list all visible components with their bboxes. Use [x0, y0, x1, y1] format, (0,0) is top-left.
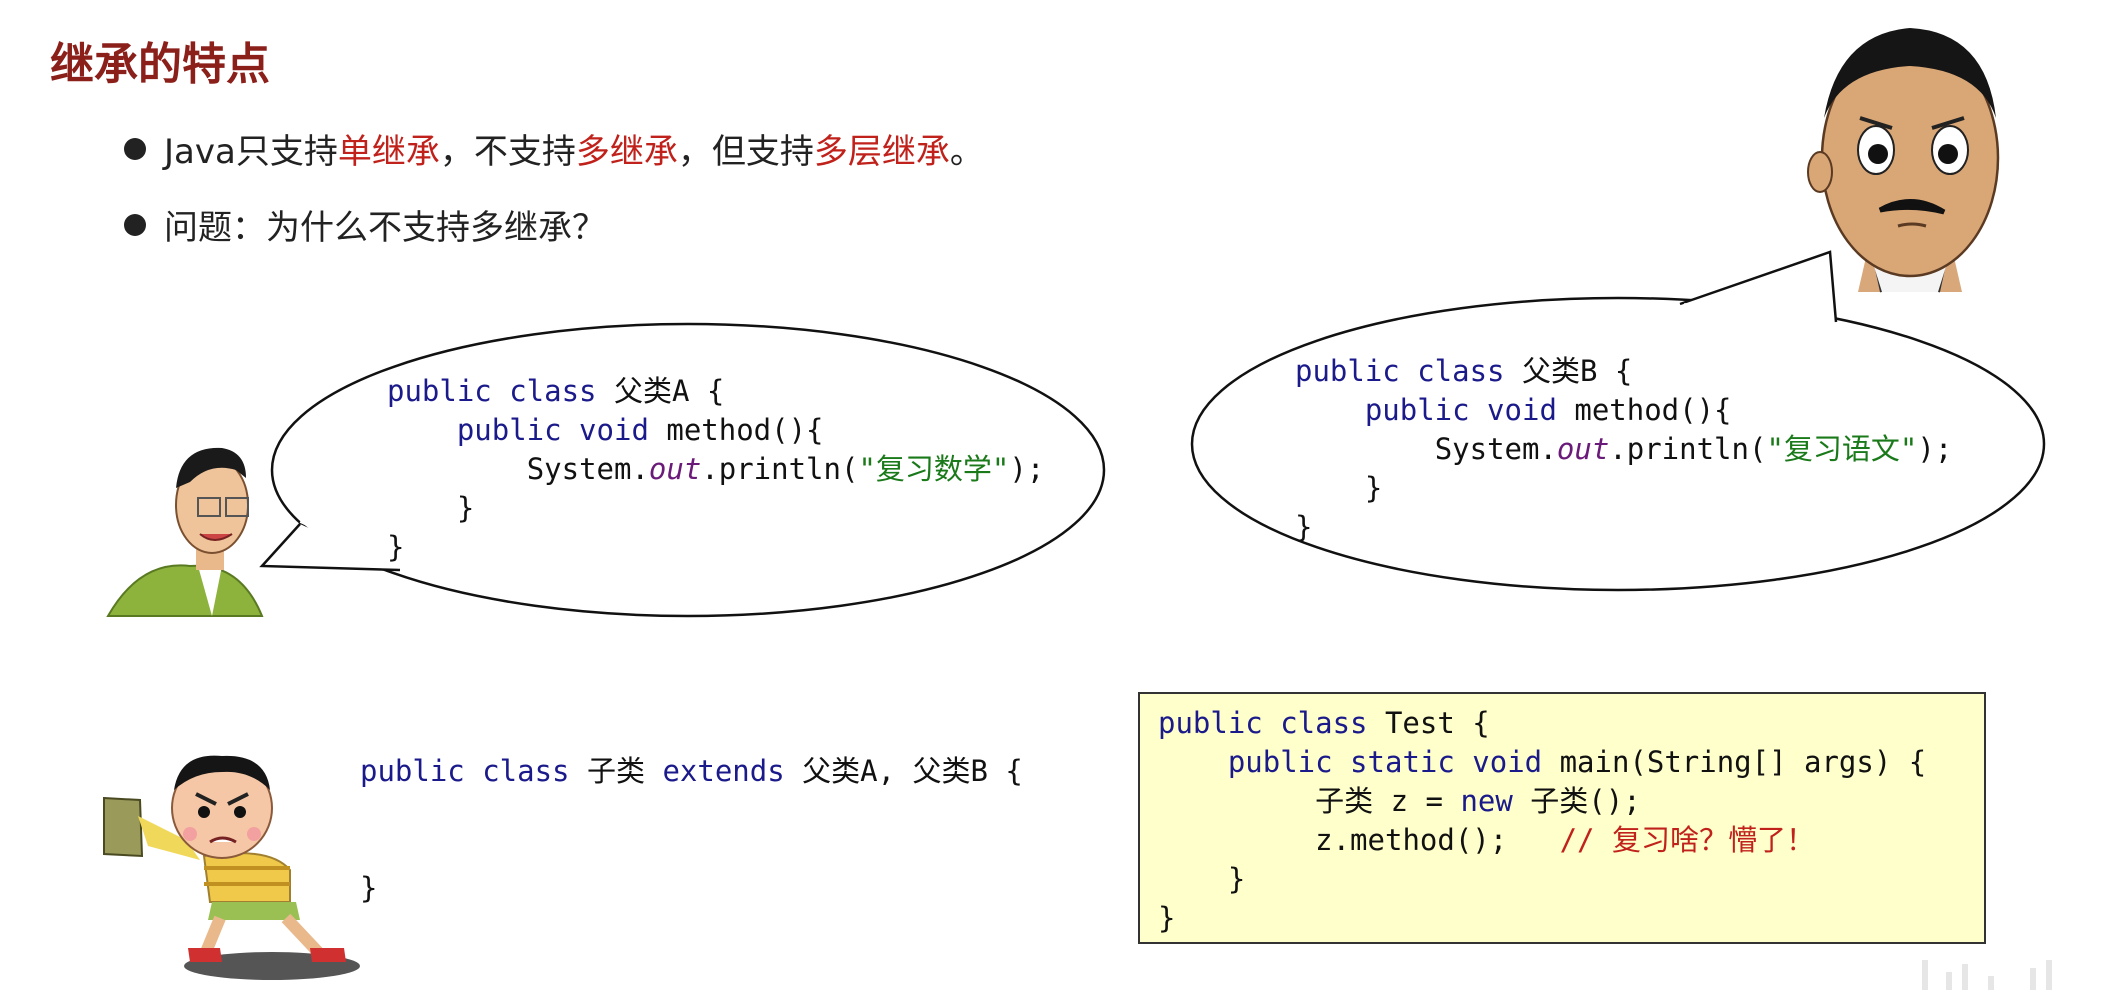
code-test-class: public class Test { public static void m… [1158, 704, 1984, 938]
teacher-cartoon-icon [106, 447, 264, 617]
code-text: 父类A, 父类B { [784, 754, 1023, 788]
code-test-class-box: public class Test { public static void m… [1138, 692, 1986, 944]
code-keyword: public class [1158, 706, 1368, 740]
code-child-class: public class 子类 extends 父类A, 父类B { [360, 752, 1023, 791]
bullet-text-part: ，不支持 [439, 132, 576, 172]
code-keyword: public class [360, 754, 570, 788]
code-comment: // 复习啥？懵了！ [1559, 823, 1815, 857]
code-line: } [387, 528, 1044, 567]
code-text: 子类(); [1512, 784, 1641, 818]
code-line: public void method(){ [1295, 391, 1952, 430]
code-text: method(){ [648, 413, 824, 447]
code-line: public class 父类A { [387, 372, 1044, 411]
code-text: } [360, 871, 378, 905]
code-line: } [1158, 899, 1984, 938]
code-keyword: public class [387, 374, 597, 408]
highlight-multiple-inheritance: 多继承 [575, 132, 678, 172]
code-text: ); [1009, 452, 1045, 486]
code-text: main(String[] args) { [1542, 745, 1927, 779]
code-text: ); [1917, 432, 1953, 466]
page-title: 继承的特点 [50, 39, 270, 90]
code-line: } [387, 489, 1044, 528]
code-text: 子类 [569, 754, 663, 788]
code-text: } [1295, 510, 1313, 544]
code-text: System. [1434, 432, 1557, 466]
code-text: 父类B { [1504, 354, 1633, 388]
code-line: 子类 z = new 子类(); [1158, 782, 1984, 821]
code-child-class-close: } [360, 869, 377, 908]
highlight-multilevel-inheritance: 多层继承 [813, 132, 950, 172]
code-keyword: public void [456, 413, 649, 447]
bullet-single-inheritance: Java只支持单继承，不支持多继承，但支持多层继承。 [124, 124, 984, 173]
code-text: .println( [701, 452, 859, 486]
code-parent-class-b: public class 父类B { public void method(){… [1295, 352, 1952, 547]
speech-bubble-a [259, 322, 1106, 618]
code-keyword: extends [662, 754, 785, 788]
code-text: Test { [1367, 706, 1490, 740]
code-text: } [1364, 471, 1383, 505]
code-string: "复习数学" [858, 452, 1010, 486]
code-string: "复习语文" [1766, 432, 1918, 466]
bullet-text: 问题：为什么不支持多继承？ [164, 208, 606, 248]
code-text: System. [526, 452, 649, 486]
code-line: } [1295, 508, 1952, 547]
worried-man-cartoon-icon [1807, 28, 2000, 293]
code-line: z.method(); // 复习啥？懵了！ [1158, 821, 1984, 860]
code-text: 子类 z = [1315, 784, 1461, 818]
code-text: } [1227, 862, 1246, 896]
bullet-question: 问题：为什么不支持多继承？ [124, 200, 606, 249]
code-line: public class 子类 extends 父类A, 父类B { [360, 752, 1023, 791]
code-line: public class Test { [1158, 704, 1984, 743]
bullet-dot [124, 213, 146, 236]
code-keyword: public static void [1227, 745, 1543, 779]
code-text: } [1158, 901, 1176, 935]
code-line: } [1295, 469, 1952, 508]
code-keyword: public void [1364, 393, 1557, 427]
code-text: 父类A { [596, 374, 725, 408]
watermark-icon [1922, 960, 2052, 990]
code-line: public class 父类B { [1295, 352, 1952, 391]
highlight-single-inheritance: 单继承 [337, 132, 440, 172]
code-text: method(){ [1556, 393, 1732, 427]
code-field: out [1556, 432, 1610, 466]
code-text: .println( [1609, 432, 1767, 466]
code-line: System.out.println("复习语文"); [1295, 430, 1953, 469]
speech-bubble-b [1190, 250, 2046, 592]
bullet-text-part: ，但支持 [677, 132, 814, 172]
code-line: public static void main(String[] args) { [1158, 743, 1984, 782]
code-line: System.out.println("复习数学"); [387, 450, 1045, 489]
bullet-text: Java只支持单继承，不支持多继承，但支持多层继承。 [164, 124, 984, 173]
code-text: } [456, 491, 475, 525]
code-keyword: public class [1295, 354, 1505, 388]
angry-kid-cartoon-icon [103, 755, 360, 980]
code-keyword: new [1460, 784, 1513, 818]
bullet-dot [124, 137, 146, 160]
code-text: } [387, 530, 405, 564]
code-parent-class-a: public class 父类A { public void method(){… [387, 372, 1044, 567]
code-line: public void method(){ [387, 411, 1044, 450]
code-line: } [1158, 860, 1984, 899]
code-text: z.method(); [1315, 823, 1508, 857]
bullet-text-part: Java只支持 [164, 132, 338, 172]
bullet-text-part: 。 [949, 132, 984, 172]
code-field: out [648, 452, 702, 486]
